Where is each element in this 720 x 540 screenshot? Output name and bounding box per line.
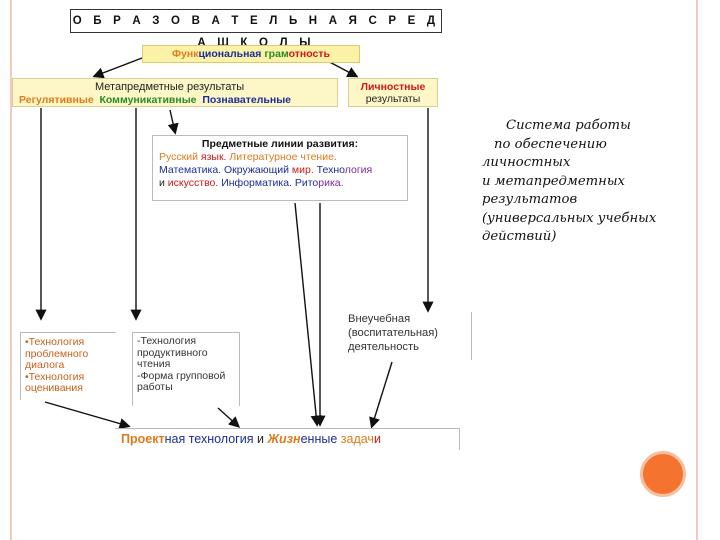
side-text-line1: Система работы [506, 118, 631, 133]
tech-mid-box: -Технология продуктивного чтения -Форма … [132, 332, 240, 406]
tech-mid-line1: -Технология [137, 335, 197, 347]
subject-art: искусство [167, 177, 216, 189]
side-text-line2: по обеспечению [494, 136, 607, 152]
tech-mid-line4: -Форма групповой [137, 369, 226, 382]
subject-math: Математика. [159, 164, 225, 176]
project-part-7: задач [340, 432, 374, 446]
subject-rhetoric-1: Рито [294, 177, 319, 189]
subject-language: язык. [200, 151, 230, 163]
side-text-line5: результатов [482, 192, 578, 207]
subject-tech-2: логия [344, 164, 373, 176]
func-part-1: Функ [172, 48, 199, 60]
subject-literary: Литературное [229, 151, 301, 163]
subject-line-3: и искусство. Информатика. Риторика. [159, 177, 401, 190]
func-part-3: грам [264, 48, 289, 60]
slide-frame [10, 0, 698, 540]
project-part-3: технология [188, 432, 254, 446]
subject-world-2: мир. [291, 164, 317, 176]
tech-mid-line3: чтения [137, 358, 171, 370]
project-part-2: ная [164, 432, 189, 446]
side-text-line4: и метапредметных [482, 173, 625, 189]
subject-lines-box: Предметные линии развития: Русский язык.… [152, 135, 408, 201]
subject-line-2: Математика. Окружающий мир. Технология [159, 164, 401, 177]
personal-results-box: Личностные результаты [348, 78, 438, 107]
extracurricular-line3: деятельность [348, 341, 419, 353]
subject-and: и [159, 177, 168, 189]
decorative-circle [640, 451, 686, 497]
tech-left-line2: проблемного [25, 347, 89, 360]
meta-results-types: Регулятивные Коммуникативные Познаватель… [19, 94, 291, 106]
side-text-line3: личностных [482, 155, 571, 170]
project-part-8: и [373, 432, 381, 446]
project-part-5: Жизн [267, 432, 301, 446]
extracurricular-line1: Внеучебная [348, 313, 411, 325]
subject-reading: чтение. [300, 151, 337, 163]
subject-line-1: Русский язык. Литературное чтение. [159, 151, 401, 164]
func-part-4: отность [288, 48, 330, 60]
project-part-1: Проект [121, 432, 165, 446]
tech-left-line1: •Технология [25, 336, 85, 348]
system-description-text: Система работы по обеспечению личностных… [482, 117, 692, 247]
project-part-4: и [253, 432, 268, 446]
school-environment-title: О Б Р А З О В А Т Е Л Ь Н А Я С Р Е Д А … [70, 9, 442, 49]
functional-literacy-box: Функциональная грамотность [142, 45, 360, 63]
personal-results-line1: Личностные [360, 81, 426, 93]
project-technology-box: Проектная технология и Жизненные задачи [115, 428, 460, 450]
subject-lines-title: Предметные линии развития: [201, 138, 359, 150]
func-part-2: циональная [198, 48, 265, 60]
extracurricular-line2: (воспитательная) [348, 327, 439, 339]
tech-left-box: •Технология проблемного диалога •Техноло… [20, 332, 116, 400]
tech-mid-line2: продуктивного [137, 346, 208, 359]
project-part-6: енные [300, 432, 341, 446]
tech-left-line3: диалога [25, 359, 65, 371]
subject-world-1: Окружающий [224, 164, 292, 176]
meta-regulative: Регулятивные [19, 94, 94, 106]
side-text-line7: действий) [482, 229, 557, 244]
subject-informatics: . Информатика. [215, 177, 295, 189]
meta-cognitive: Познавательные [202, 94, 291, 106]
meta-communicative: Коммуникативные [99, 94, 197, 106]
meta-results-box: Метапредметные результаты Регулятивные К… [12, 78, 338, 107]
subject-russian: Русский [159, 151, 201, 163]
side-text-line6: (универсальных учебных [482, 210, 657, 226]
tech-left-line4: •Технология [25, 370, 85, 383]
extracurricular-box: Внеучебная (воспитательная) деятельность [342, 312, 472, 360]
tech-mid-line5: работы [137, 381, 173, 393]
subject-tech-1: Техно [316, 164, 345, 176]
tech-left-line5: оценивания [25, 382, 83, 394]
personal-results-line2: результаты [365, 93, 421, 105]
meta-results-title: Метапредметные результаты [95, 81, 245, 93]
subject-rhetoric-2: рика. [318, 177, 344, 189]
